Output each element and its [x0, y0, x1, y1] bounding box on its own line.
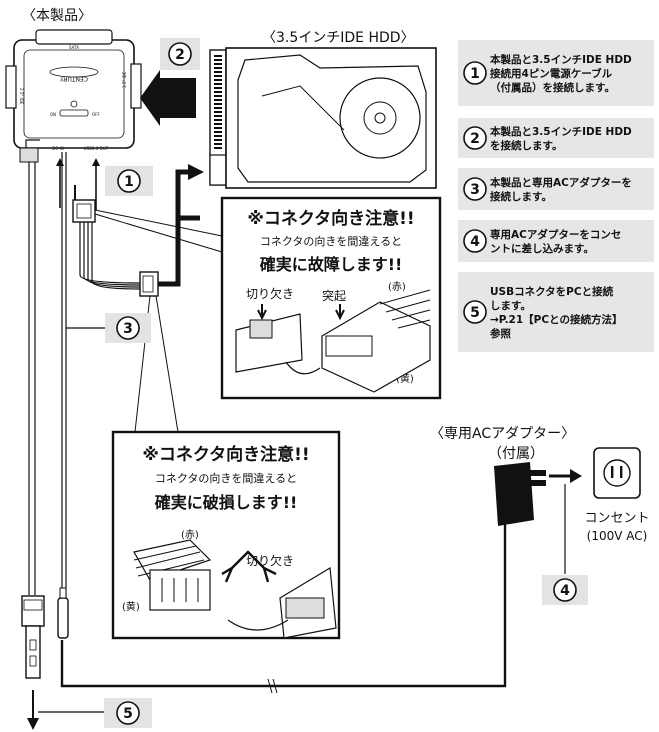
callout2-line2: 確実に破損します!!	[155, 493, 298, 512]
power-led-icon	[70, 100, 78, 108]
marker-3: 3	[105, 313, 151, 343]
switch-off-label: OFF	[92, 112, 100, 117]
callout1-title: ※コネクタ向き注意!!	[247, 208, 414, 229]
step-1: 1 本製品と3.5インチIDE HDD接続用4ピン電源ケーブル（付属品）を接続しま…	[458, 40, 654, 106]
usb-plug	[21, 595, 45, 679]
brand-label: CENTURY	[60, 75, 88, 82]
callout-box-1: ※コネクタ向き注意!! コネクタの向きを間違えると 確実に故障します!! 切り欠…	[220, 196, 442, 400]
step-3-number: 3	[470, 182, 480, 198]
step-5-line-2: します。	[490, 300, 531, 312]
sata-port	[35, 29, 113, 45]
marker-4-number: 4	[560, 583, 570, 599]
left-port-label: 2.5" IDE	[19, 88, 24, 105]
step-2-line-2: を接続します。	[490, 139, 562, 152]
callout2-line1: コネクタの向きを間違えると	[155, 471, 297, 485]
connect-arrow-icon	[140, 70, 196, 126]
callout1-notch: 切り欠き	[246, 286, 294, 301]
step-5-line-1: USBコネクタをPCと接続	[490, 285, 614, 298]
step-2-line-1: 本製品と3.5インチIDE HDD	[490, 125, 632, 138]
hdd-drive	[209, 47, 437, 189]
wall-outlet	[593, 447, 641, 499]
step-3-line-2: 接続します。	[490, 190, 552, 203]
step-5-number: 5	[470, 305, 480, 321]
adapter-device: SATA CENTURY ON OFF 2.5" IDE 3.5" IDE DC…	[5, 29, 142, 163]
step-1-line-1: 本製品と3.5インチIDE HDD	[490, 53, 632, 66]
step-5-line-3: →P.21【PCとの接続方法】	[490, 313, 622, 326]
step-4-number: 4	[470, 234, 480, 250]
step-2-number: 2	[470, 131, 480, 147]
ide-2-5-port	[5, 65, 17, 109]
step-1-number: 1	[470, 66, 480, 82]
ac-adapter	[494, 462, 582, 526]
outlet-sublabel: (100V AC)	[587, 529, 648, 543]
hdd-power-connector	[209, 154, 227, 186]
step-4-line-2: ントに差し込みます。	[490, 242, 594, 255]
marker-1: 1	[105, 166, 153, 196]
adapter-title: 〈専用ACアダプター〉	[430, 426, 575, 442]
ide-3-5-port	[130, 63, 142, 109]
usb-down-arrow-icon	[27, 718, 39, 730]
callout1-red: (赤)	[388, 281, 406, 293]
callout2-yellow: (黄)	[122, 600, 140, 613]
step-4-line-1: 専用ACアダプターをコンセ	[490, 228, 621, 241]
outlet-label: コンセント	[584, 511, 649, 526]
callout1-line1: コネクタの向きを間違えると	[260, 234, 402, 248]
marker-3-number: 3	[123, 321, 133, 337]
step-3-line-1: 本製品と専用ACアダプターを	[490, 176, 632, 189]
marker-1-number: 1	[124, 174, 134, 190]
step-5-line-4: 参照	[490, 327, 511, 340]
product-title: 〈本製品〉	[22, 8, 92, 24]
right-port-label: 3.5" IDE	[122, 71, 127, 88]
callout2-red: (赤)	[181, 529, 199, 541]
sata-label: SATA	[69, 45, 79, 50]
marker-4: 4	[542, 575, 588, 605]
ac-adapter-cable	[60, 505, 507, 688]
marker-2-number: 2	[175, 47, 185, 63]
power-switch[interactable]	[59, 109, 89, 117]
callout2-notch: 切り欠き	[246, 553, 294, 568]
marker-5: 5	[104, 698, 152, 728]
callout2-title: ※コネクタ向き注意!!	[142, 444, 309, 465]
marker-5-number: 5	[123, 706, 133, 722]
usb-out-label: USB2.0 OUT	[84, 146, 109, 151]
callout1-line2: 確実に故障します!!	[260, 255, 403, 274]
step-1-line-3: （付属品）を接続します。	[490, 81, 615, 94]
hdd-title: 〈3.5インチIDE HDD〉	[262, 30, 415, 46]
dc-plug	[57, 587, 69, 639]
adapter-subtitle: （付属）	[488, 446, 544, 462]
callout1-key: 突起	[322, 288, 346, 303]
marker-2: 2	[160, 38, 200, 70]
switch-on-label: ON	[50, 112, 56, 117]
power-cable-4pin	[72, 185, 159, 297]
step-1-line-2: 接続用4ピン電源ケーブル	[490, 67, 613, 80]
dc-in-label: DC-IN	[52, 146, 64, 151]
callout-box-2: ※コネクタ向き注意!! コネクタの向きを間違えると 確実に破損します!! (赤)…	[111, 430, 341, 640]
